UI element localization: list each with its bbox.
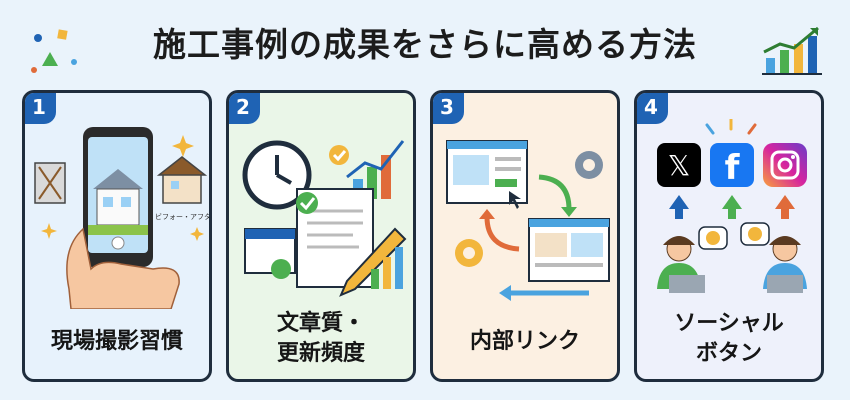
panel-internal-links: 3 — [430, 90, 620, 382]
growth-chart-icon — [762, 26, 822, 75]
smile-bubble-icon — [698, 222, 770, 250]
panel-number: 1 — [25, 93, 56, 124]
page-title: 施工事例の成果をさらに高める方法 — [153, 25, 697, 64]
panel-label-line1: ソーシャル — [674, 311, 784, 336]
panel-label-line2: 更新頻度 — [276, 341, 365, 366]
before-after-text: ビフォー・アフター — [155, 212, 209, 221]
panel-label-line2: ボタン — [695, 341, 762, 366]
bar-chart-icon — [371, 247, 403, 289]
house-icon — [156, 156, 208, 204]
panel-label-line1: 文章質・ — [276, 311, 365, 336]
svg-text:f: f — [725, 148, 741, 188]
links-illustration — [446, 140, 610, 301]
cycle-arrows-icon — [479, 174, 589, 301]
panel-label: 内部リンク — [469, 329, 580, 354]
pen-icon — [339, 227, 407, 297]
construction-site-icon — [34, 162, 66, 204]
calendar-icon — [244, 228, 296, 279]
panel-social-buttons: 4 𝕏 f — [634, 90, 824, 382]
webpage-icon — [528, 218, 610, 282]
sparkle-icon — [41, 135, 204, 241]
facebook-logo-icon[interactable]: f — [710, 143, 754, 188]
panel-label: ソーシャル ボタン — [637, 309, 821, 369]
panel-photo-habit: 1 ビフ — [22, 90, 212, 382]
x-logo-icon[interactable]: 𝕏 — [657, 143, 701, 187]
panel-label: 現場撮影習慣 — [50, 329, 183, 354]
laptop-icon — [669, 275, 803, 293]
panel-writing-quality: 2 — [226, 90, 416, 382]
panel-label: 文章質・ 更新頻度 — [229, 309, 413, 369]
webpage-icon — [446, 140, 528, 204]
check-icon — [296, 145, 349, 214]
instagram-logo-icon[interactable] — [763, 143, 807, 187]
panel-number: 4 — [637, 93, 668, 124]
panel-number: 2 — [229, 93, 260, 124]
panel-number: 3 — [433, 93, 464, 124]
cursor-icon — [509, 191, 521, 209]
gear-icon — [455, 151, 603, 267]
social-illustration: 𝕏 f — [657, 119, 807, 293]
decorative-shapes-icon — [31, 29, 77, 73]
svg-text:𝕏: 𝕏 — [668, 149, 691, 182]
hand-icon — [66, 227, 180, 309]
clock-icon — [242, 140, 312, 210]
photo-illustration: ビフォー・アフター — [34, 127, 209, 309]
writing-illustration — [242, 140, 407, 297]
smartphone-camera-icon — [83, 127, 153, 267]
up-arrow-icon — [669, 195, 795, 219]
